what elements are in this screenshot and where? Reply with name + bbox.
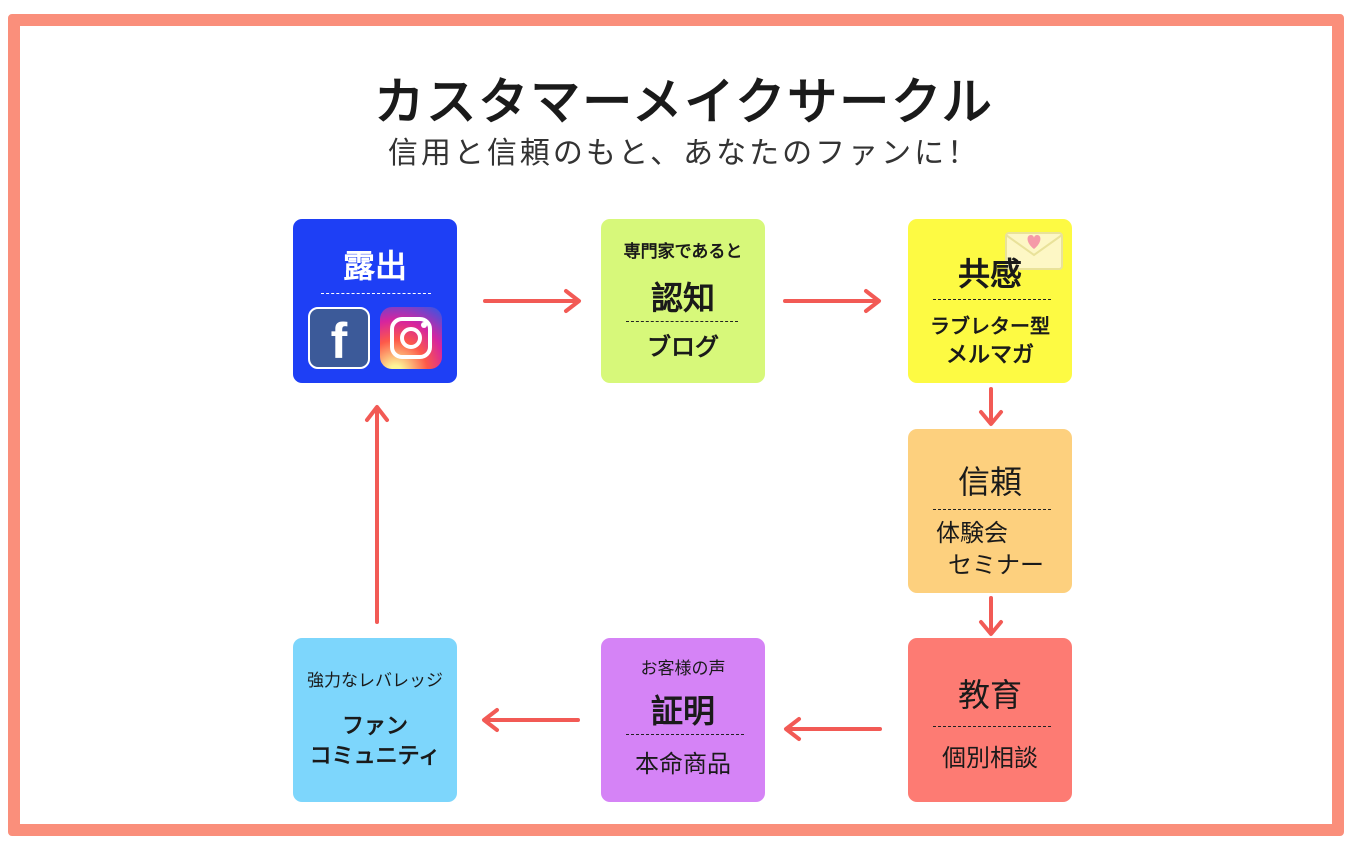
arrow-ninchi-to-kyokan xyxy=(783,289,881,313)
arrow-fan-to-roshutsu xyxy=(365,405,389,624)
node-kyokan: 共感 ラブレター型 メルマガ xyxy=(908,219,1072,383)
node-kyoiku-bottom: 個別相談 xyxy=(942,744,1038,772)
node-ninchi: 専門家であると 認知 ブログ xyxy=(601,219,765,383)
divider xyxy=(626,321,738,322)
divider xyxy=(933,299,1051,300)
facebook-icon: f xyxy=(308,307,370,369)
arrow-shomei-to-fan xyxy=(482,708,580,732)
node-kyoiku: 教育 個別相談 xyxy=(908,638,1072,802)
divider xyxy=(933,509,1051,510)
node-kyokan-line1: ラブレター型 xyxy=(930,314,1050,338)
node-shomei-bottom: 本命商品 xyxy=(635,750,731,778)
node-shinrai-line2: セミナー xyxy=(948,551,1044,579)
node-shomei-top: お客様の声 xyxy=(640,659,726,679)
node-ninchi-title: 認知 xyxy=(650,279,715,317)
node-roshutsu-title: 露出 xyxy=(342,247,407,285)
node-fan-line2: コミュニティ xyxy=(309,744,441,769)
instagram-icon xyxy=(380,307,442,369)
node-ninchi-bottom: ブログ xyxy=(647,333,719,361)
node-fan: 強力なレバレッジ ファン コミュニティ xyxy=(293,638,457,802)
love-letter-icon xyxy=(1005,232,1063,270)
node-roshutsu: 露出 f xyxy=(293,219,457,383)
node-kyoiku-title: 教育 xyxy=(957,676,1022,714)
divider xyxy=(321,293,431,294)
arrow-kyokan-to-shinrai xyxy=(979,387,1003,426)
arrow-kyoiku-to-shomei xyxy=(784,717,882,741)
node-shomei-title: 証明 xyxy=(650,692,715,730)
node-shomei: お客様の声 証明 本命商品 xyxy=(601,638,765,802)
node-shinrai-line1: 体験会 xyxy=(936,519,1008,547)
node-kyokan-title: 共感 xyxy=(957,255,1022,293)
page-title: カスタマーメイクサークル xyxy=(374,73,994,131)
node-kyokan-line2: メルマガ xyxy=(945,343,1034,368)
node-fan-line1: ファン xyxy=(341,714,408,739)
node-ninchi-top: 専門家であると xyxy=(623,242,743,262)
arrow-shinrai-to-kyoiku xyxy=(979,596,1003,636)
page-subtitle: 信用と信頼のもと、あなたのファンに！ xyxy=(387,136,981,171)
arrow-roshutsu-to-ninchi xyxy=(483,289,581,313)
node-fan-top: 強力なレバレッジ xyxy=(307,671,443,691)
divider xyxy=(933,726,1051,727)
node-shinrai: 信頼 体験会 セミナー xyxy=(908,429,1072,593)
node-shinrai-title: 信頼 xyxy=(957,463,1022,501)
divider xyxy=(626,734,744,735)
